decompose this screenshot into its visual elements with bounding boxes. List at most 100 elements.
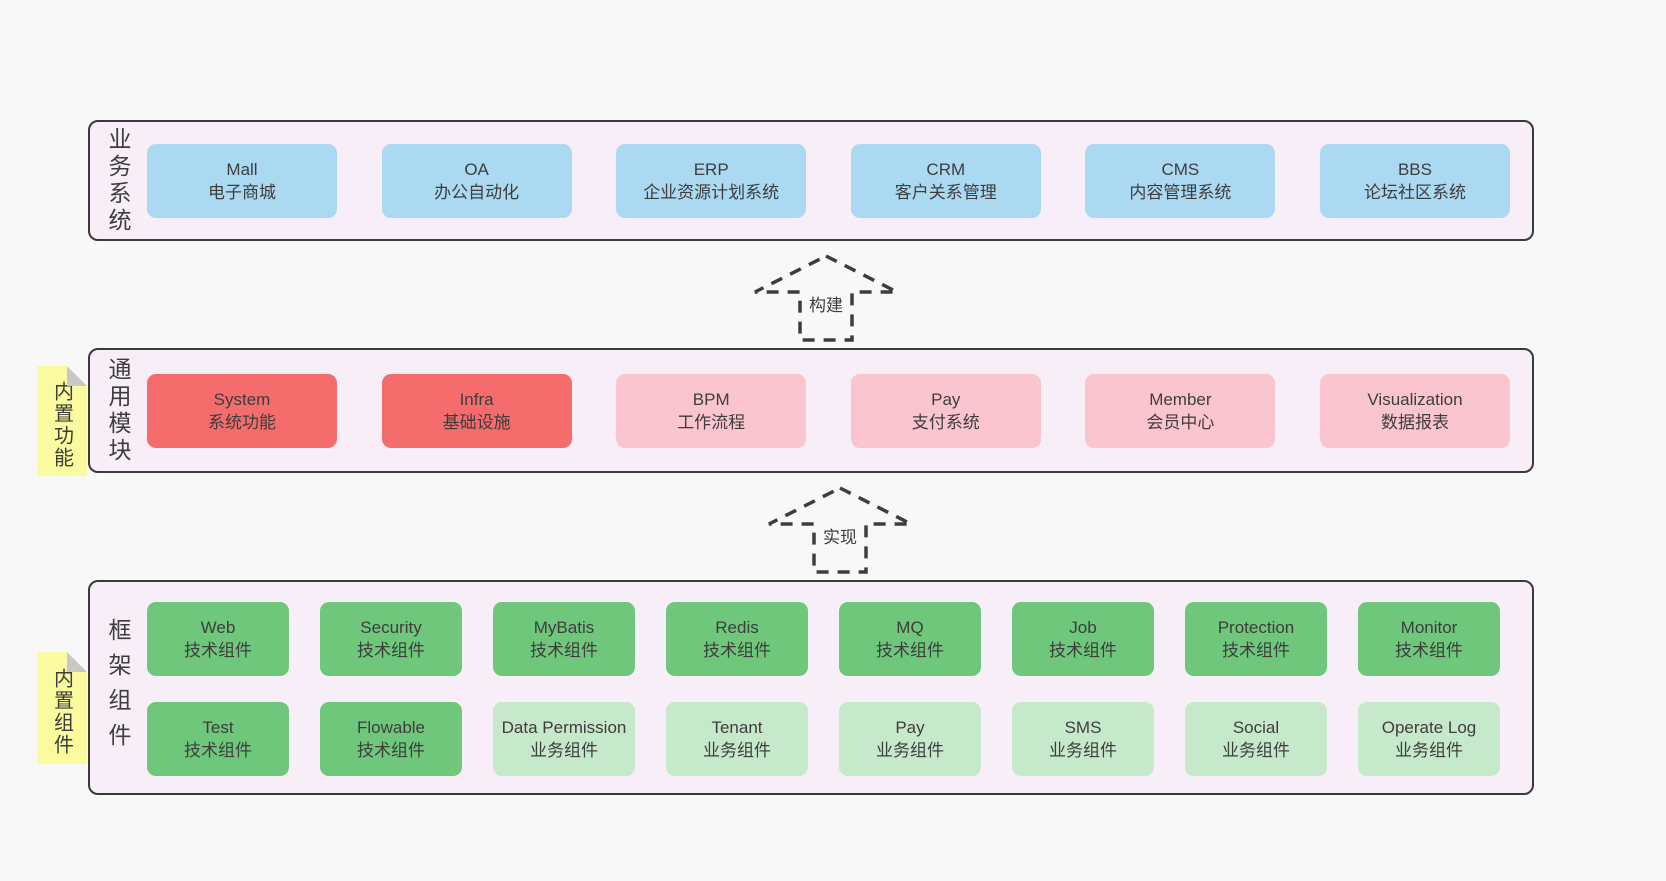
framework-components-row-1: Web 技术组件 Security 技术组件 MyBatis 技术组件 Redi…	[147, 602, 1500, 676]
box-title: Visualization	[1367, 389, 1463, 409]
box-subtitle: 办公自动化	[434, 182, 520, 202]
box-title: Job	[1069, 618, 1097, 637]
box-mq: MQ 技术组件	[839, 602, 981, 676]
box-pay-component: Pay 业务组件	[839, 702, 981, 776]
box-title: Pay	[931, 389, 961, 409]
layer-label-framework-components: 框架组件	[105, 617, 131, 758]
box-title: BPM	[692, 389, 730, 409]
box-subtitle: 工作流程	[677, 412, 746, 432]
layer-business-systems: 业务系统 Mall 电子商城 OA 办公自动化 ERP 企业资源计划系统 CRM…	[88, 120, 1534, 241]
box-subtitle: 数据报表	[1380, 412, 1449, 432]
box-pay-module: Pay 支付系统	[850, 373, 1041, 448]
layer-label-common-modules: 通用模块	[105, 356, 131, 465]
arrow-build: 构建	[751, 253, 901, 343]
framework-components-row-2: Test 技术组件 Flowable 技术组件 Data Permission …	[147, 702, 1500, 776]
box-visualization: Visualization 数据报表	[1319, 373, 1510, 448]
box-title: MQ	[896, 618, 924, 637]
box-bpm: BPM 工作流程	[616, 373, 807, 448]
box-title: Operate Log	[1381, 718, 1477, 737]
arrow-build-label: 构建	[806, 291, 846, 316]
sticky-note-built-in-features: 内置功能	[37, 366, 87, 476]
box-sms: SMS 业务组件	[1012, 702, 1154, 776]
up-arrow-icon	[754, 254, 898, 342]
box-system: System 系统功能	[147, 373, 337, 448]
box-title: OA	[464, 159, 489, 179]
box-monitor: Monitor 技术组件	[1358, 602, 1500, 676]
box-subtitle: 企业资源计划系统	[643, 182, 780, 202]
box-title: Mall	[226, 159, 258, 179]
box-bbs: BBS 论坛社区系统	[1319, 143, 1510, 218]
box-subtitle: 会员中心	[1146, 412, 1215, 432]
common-modules-row: System 系统功能 Infra 基础设施 BPM 工作流程 Pay 支付系统…	[147, 350, 1510, 471]
box-subtitle: 技术组件	[357, 641, 425, 660]
box-title: Data Permission	[501, 718, 627, 737]
arrow-implement: 实现	[765, 485, 915, 575]
box-redis: Redis 技术组件	[666, 602, 808, 676]
box-subtitle: 技术组件	[1222, 641, 1290, 660]
box-data-permission: Data Permission 业务组件	[493, 702, 635, 776]
box-job: Job 技术组件	[1012, 602, 1154, 676]
box-social: Social 业务组件	[1185, 702, 1327, 776]
sticky-note-label: 内置功能	[50, 381, 73, 469]
box-title: Social	[1232, 718, 1280, 737]
box-subtitle: 业务组件	[530, 741, 598, 760]
box-subtitle: 技术组件	[703, 641, 771, 660]
box-infra: Infra 基础设施	[381, 373, 572, 448]
box-erp: ERP 企业资源计划系统	[616, 143, 807, 218]
box-subtitle: 客户关系管理	[894, 182, 997, 202]
sticky-note-built-in-components: 内置组件	[37, 652, 87, 764]
box-subtitle: 基础设施	[442, 412, 511, 432]
box-title: Member	[1149, 389, 1212, 409]
box-subtitle: 业务组件	[703, 741, 771, 760]
box-title: SMS	[1064, 718, 1102, 737]
business-systems-row: Mall 电子商城 OA 办公自动化 ERP 企业资源计划系统 CRM 客户关系…	[147, 122, 1510, 239]
box-title: Protection	[1217, 618, 1295, 637]
box-tenant: Tenant 业务组件	[666, 702, 808, 776]
sticky-note-label: 内置组件	[50, 668, 73, 756]
box-title: Monitor	[1400, 618, 1458, 637]
layer-label-business-systems: 业务系统	[105, 126, 131, 235]
box-subtitle: 业务组件	[1222, 741, 1290, 760]
box-title: Redis	[715, 618, 759, 637]
box-cms: CMS 内容管理系统	[1085, 143, 1276, 218]
box-subtitle: 技术组件	[1049, 641, 1117, 660]
box-title: BBS	[1397, 159, 1432, 179]
box-subtitle: 系统功能	[208, 412, 276, 432]
box-subtitle: 技术组件	[876, 641, 944, 660]
box-test: Test 技术组件	[147, 702, 289, 776]
box-subtitle: 支付系统	[911, 412, 980, 432]
framework-components-grid: Web 技术组件 Security 技术组件 MyBatis 技术组件 Redi…	[147, 602, 1500, 776]
box-title: CRM	[926, 159, 966, 179]
box-title: MyBatis	[533, 618, 595, 637]
box-subtitle: 技术组件	[357, 741, 425, 760]
arrow-implement-label: 实现	[820, 523, 860, 548]
box-subtitle: 技术组件	[530, 641, 598, 660]
up-arrow-icon	[768, 486, 912, 574]
box-title: Test	[202, 718, 234, 737]
box-protection: Protection 技术组件	[1185, 602, 1327, 676]
box-web: Web 技术组件	[147, 602, 289, 676]
box-title: Flowable	[356, 718, 426, 737]
box-title: Pay	[895, 718, 925, 737]
box-title: Infra	[459, 389, 494, 409]
box-subtitle: 业务组件	[1395, 741, 1463, 760]
box-crm: CRM 客户关系管理	[850, 143, 1041, 218]
box-oa: OA 办公自动化	[381, 143, 572, 218]
box-title: Tenant	[711, 718, 763, 737]
box-subtitle: 论坛社区系统	[1363, 182, 1466, 202]
box-mall: Mall 电子商城	[147, 143, 337, 218]
box-member: Member 会员中心	[1085, 373, 1276, 448]
box-security: Security 技术组件	[320, 602, 462, 676]
box-subtitle: 技术组件	[184, 641, 252, 660]
box-title: ERP	[693, 159, 729, 179]
box-mybatis: MyBatis 技术组件	[493, 602, 635, 676]
box-subtitle: 业务组件	[1049, 741, 1117, 760]
box-operate-log: Operate Log 业务组件	[1358, 702, 1500, 776]
box-subtitle: 电子商城	[208, 182, 276, 202]
box-title: Web	[200, 618, 236, 637]
layer-common-modules: 通用模块 System 系统功能 Infra 基础设施 BPM 工作流程 Pay…	[88, 348, 1534, 473]
box-title: System	[213, 389, 271, 409]
box-flowable: Flowable 技术组件	[320, 702, 462, 776]
box-subtitle: 内容管理系统	[1129, 182, 1232, 202]
